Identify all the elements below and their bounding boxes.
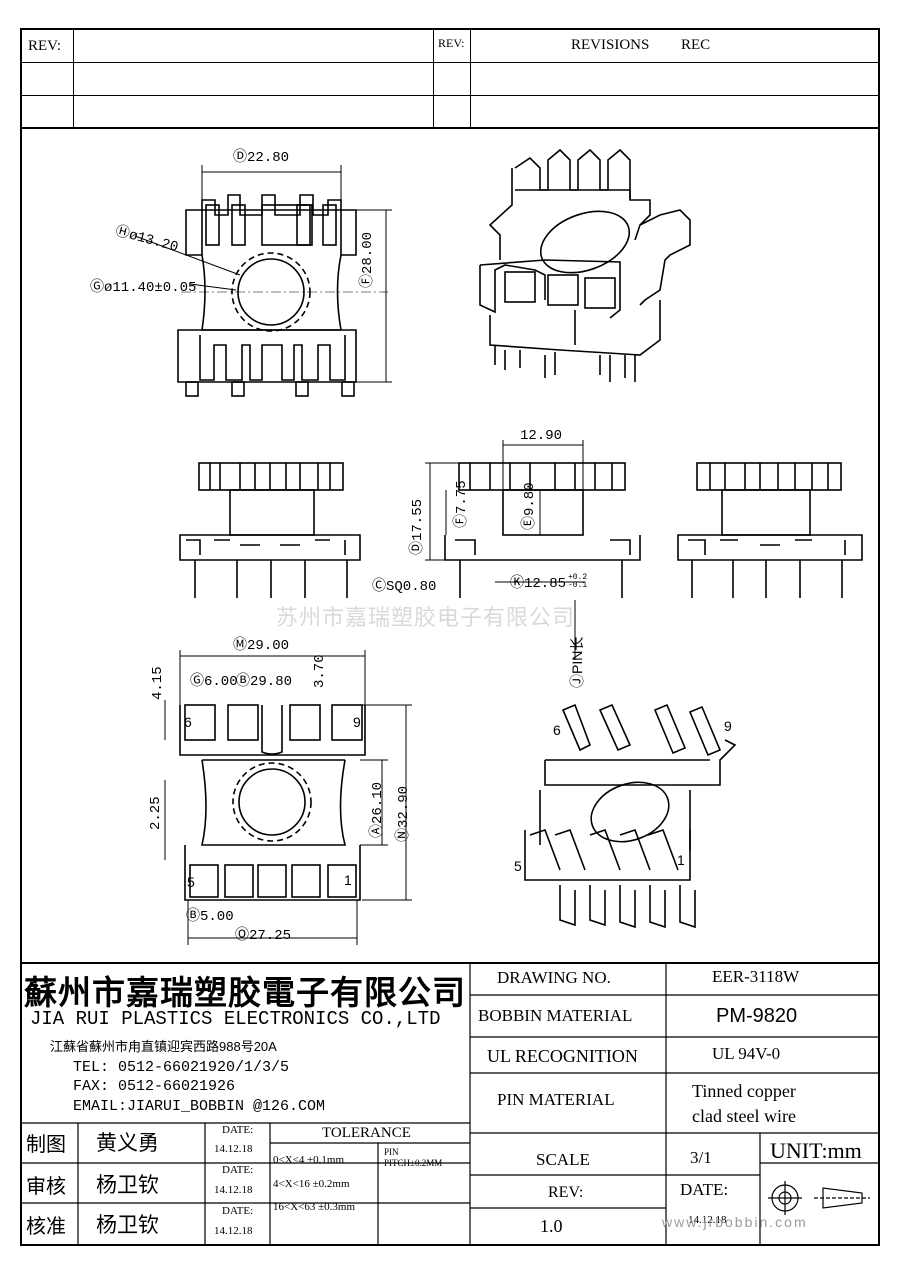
iso-pin-label-6: 6: [553, 722, 561, 738]
role-label: 制图: [26, 1134, 66, 1156]
iso-pin-label-5: 5: [514, 858, 522, 874]
dim-mid-f: Ⓕ7.75: [454, 480, 470, 528]
ul-label: UL RECOGNITION: [487, 1046, 638, 1066]
dim-bot-500: Ⓑ5.00: [186, 909, 234, 925]
tolerance-row-3: 16<X<63 ±0.3mm: [273, 1201, 356, 1213]
title-block-lines: [20, 962, 880, 1246]
role-name: 黄义勇: [96, 1131, 159, 1155]
company-fax: FAX: 0512-66021926: [73, 1078, 236, 1095]
dim-top-f: Ⓕ28.00: [360, 231, 376, 288]
date-label: DATE:: [680, 1180, 729, 1199]
pin-pitch-label-1: PIN: [384, 1147, 399, 1157]
company-name-cn: 蘇州市嘉瑞塑胶電子有限公司: [24, 976, 466, 1012]
role-date-label: DATE:: [222, 1124, 254, 1136]
dim-bot-m: Ⓜ29.00: [233, 638, 290, 654]
dim-mid-k: Ⓚ12.85: [510, 576, 567, 592]
drawing-no-label: DRAWING NO.: [497, 968, 611, 987]
dim-bot-415: 4.15: [150, 666, 166, 700]
dim-mid-width: 12.90: [520, 428, 563, 444]
pin-label-1: 1: [344, 872, 352, 888]
pin-pitch-label-2: PITCH±0.2MM: [384, 1158, 443, 1168]
role-date-label: DATE:: [222, 1164, 254, 1176]
rev-label-right: REV:: [438, 36, 465, 50]
dim-sq: ⒸSQ0.80: [372, 579, 437, 595]
pin-label-5: 5: [187, 874, 195, 890]
pin-material-value-2: clad steel wire: [692, 1106, 796, 1126]
ul-value: UL 94V-0: [712, 1044, 781, 1063]
top-view: [134, 165, 392, 397]
company-address: 江蘇省蘇州市甪直镇迎宾西路988号20A: [50, 1039, 277, 1054]
unit-label: UNIT:mm: [770, 1138, 862, 1163]
dim-top-d: Ⓓ22.80: [233, 150, 290, 166]
side-view-left: [179, 462, 361, 598]
role-label: 审核: [26, 1176, 66, 1198]
dim-bot-o: Ⓞ27.25: [235, 928, 292, 944]
dim-bot-a: Ⓐ26.10: [370, 781, 386, 838]
scale-value: 3/1: [690, 1148, 712, 1167]
dim-bot-980: Ⓑ29.80: [236, 674, 293, 690]
role-date: 14.12.18: [214, 1225, 253, 1237]
bobbin-material-label: BOBBIN MATERIAL: [478, 1006, 633, 1025]
website-watermark: www.jrbobbin.com: [662, 1214, 808, 1230]
dim-bot-n: Ⓝ32.90: [396, 785, 412, 842]
iso-pin-label-9: 9: [724, 718, 732, 734]
side-view-center: [425, 440, 641, 660]
rev-label-left: REV:: [28, 38, 62, 54]
company-tel: TEL: 0512-66021920/1/3/5: [73, 1059, 290, 1076]
dim-mid-d: Ⓓ17.55: [410, 498, 426, 555]
watermark-text: 苏州市嘉瑞塑胶电子有限公司: [276, 605, 576, 630]
drawing-frame: [20, 28, 880, 1246]
rev-label: REV:: [548, 1184, 584, 1201]
side-view-right: [677, 462, 863, 598]
tolerance-row-1: 0<X<4 ±0.1mm: [273, 1154, 345, 1166]
role-label: 核准: [26, 1216, 66, 1238]
iso-view-top: [479, 148, 691, 382]
role-date: 14.12.18: [214, 1143, 253, 1155]
dim-bot-225: 2.25: [148, 796, 164, 830]
dim-mid-k-tol: +0.2 -0.1: [568, 573, 588, 590]
rev-value: 1.0: [540, 1216, 563, 1236]
tolerance-row-2: 4<X<16 ±0.2mm: [273, 1178, 350, 1190]
date-value: 14.12.18: [688, 1214, 727, 1226]
pin-material-value-1: Tinned copper: [692, 1081, 796, 1101]
drawing-no-value: EER-3118W: [712, 967, 800, 986]
dim-pinlen: ⒿPIN长: [569, 636, 585, 688]
role-name: 杨卫钦: [96, 1213, 159, 1237]
rec-heading: REC: [681, 37, 711, 53]
bobbin-material-value: PM-9820: [716, 1005, 798, 1027]
role-name: 杨卫钦: [96, 1173, 159, 1197]
pin-label-9: 9: [353, 714, 361, 730]
dim-bot-600: Ⓖ6.00: [190, 674, 238, 690]
bottom-view: [164, 650, 412, 945]
pin-material-label: PIN MATERIAL: [497, 1090, 615, 1109]
company-email: EMAIL:JIARUI_BOBBIN @126.COM: [73, 1098, 326, 1115]
iso-pin-label-1: 1: [677, 852, 685, 868]
dim-top-g: Ⓖø11.40±0.05: [90, 280, 197, 296]
role-date-label: DATE:: [222, 1205, 254, 1217]
tolerance-label: TOLERANCE: [322, 1125, 411, 1141]
role-date: 14.12.18: [214, 1184, 253, 1196]
company-name-en: JIA RUI PLASTICS ELECTRONICS CO.,LTD: [30, 1008, 441, 1030]
revisions-heading: REVISIONS: [571, 37, 650, 53]
iso-view-bottom: [524, 703, 737, 929]
pin-label-6: 6: [184, 714, 192, 730]
scale-label: SCALE: [536, 1150, 590, 1169]
dim-mid-e: Ⓔ9.80: [522, 482, 538, 530]
dim-bot-370: 3.70: [312, 654, 328, 688]
projection-symbol: [768, 1181, 870, 1215]
